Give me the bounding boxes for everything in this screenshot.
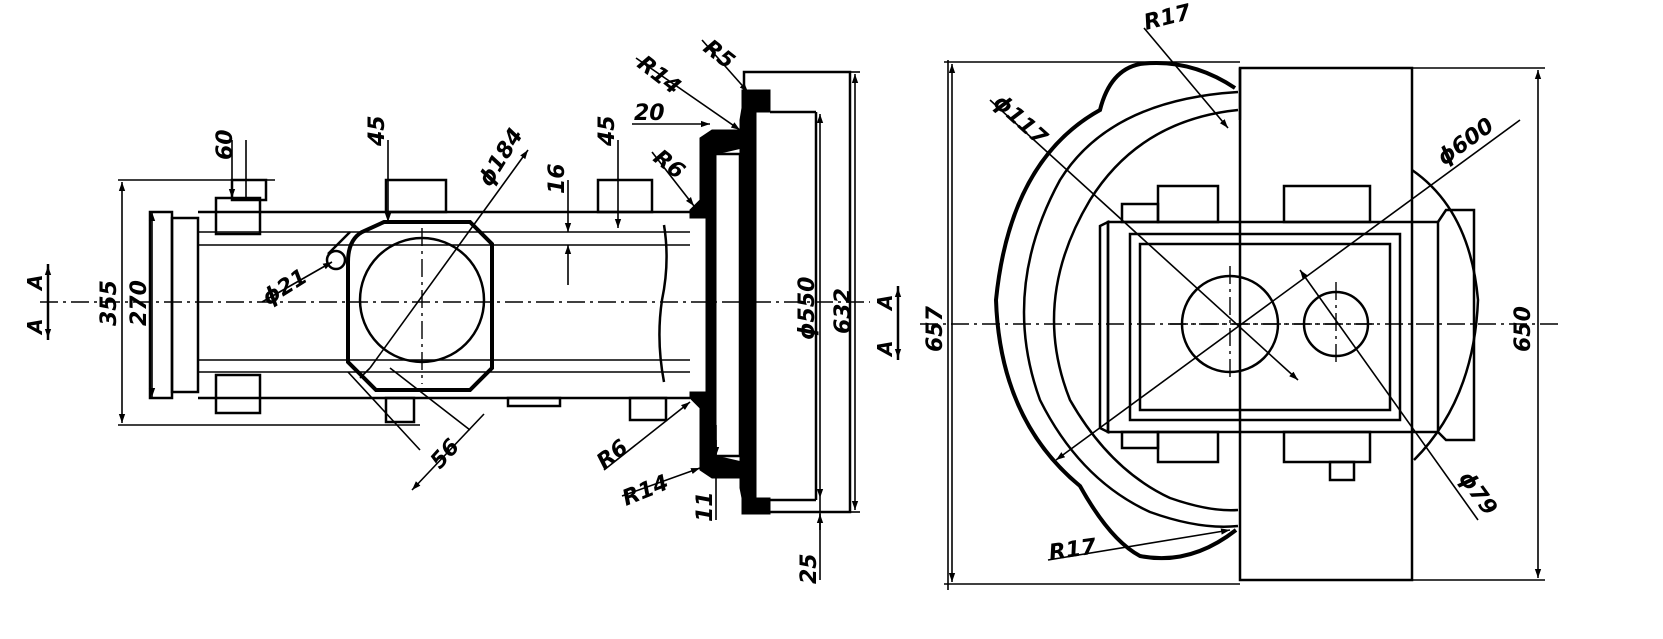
dim-25: 25 xyxy=(797,553,822,584)
dim-650: 650 xyxy=(1511,306,1536,352)
dim-355: 355 xyxy=(97,280,122,326)
dim-r17-bottom: R17 xyxy=(1047,534,1098,565)
section-mark-middle-lower: A xyxy=(873,341,897,358)
left-view xyxy=(40,39,902,580)
dim-270: 270 xyxy=(127,280,152,326)
dim-16: 16 xyxy=(545,163,570,194)
dim-45-a: 45 xyxy=(365,115,390,147)
dim-r17-top: R17 xyxy=(1141,0,1194,36)
dim-11: 11 xyxy=(693,491,718,522)
dim-45-b: 45 xyxy=(595,115,620,147)
dim-r6-bottom: R6 xyxy=(592,435,633,475)
dim-20: 20 xyxy=(634,101,665,126)
dim-phi550: ϕ550 xyxy=(795,277,820,340)
dim-phi79: ϕ79 xyxy=(1453,467,1502,521)
dim-60: 60 xyxy=(213,129,238,160)
dim-r14-bottom: R14 xyxy=(619,471,672,512)
dim-phi184: ϕ184 xyxy=(474,124,529,191)
section-mark-left: A xyxy=(23,275,47,292)
right-view xyxy=(920,27,1560,590)
dim-r5: R5 xyxy=(698,35,739,75)
section-mark-left-lower: A xyxy=(23,319,47,336)
dim-632: 632 xyxy=(831,288,856,334)
dim-phi21: ϕ21 xyxy=(258,264,312,311)
dim-r6-top: R6 xyxy=(648,145,689,185)
dim-657: 657 xyxy=(923,305,948,352)
dim-phi117: ϕ117 xyxy=(988,90,1052,151)
section-mark-middle: A xyxy=(873,295,897,312)
dim-r14-top: R14 xyxy=(632,51,685,100)
